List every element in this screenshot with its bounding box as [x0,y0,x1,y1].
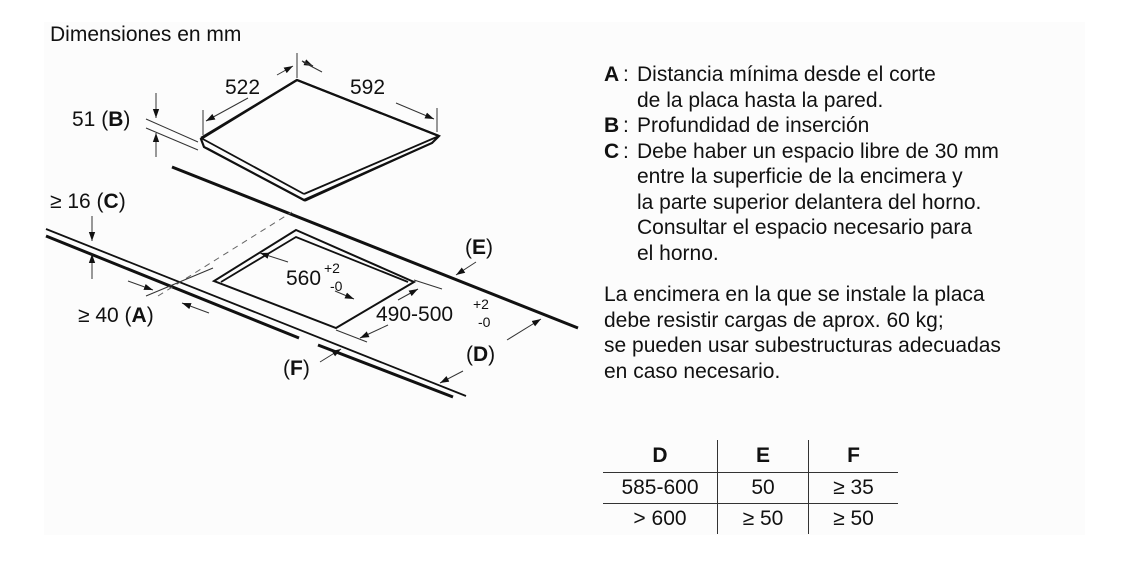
label-f: (F) [283,357,310,380]
insertion-depth-marker [145,93,199,157]
table-cell: ≥ 50 [717,503,809,534]
cooktop-shape [199,78,441,202]
key-c: C [103,190,119,213]
label-countertop-thickness: ≥ 16 (C) [50,190,126,213]
header-f: F [808,440,898,473]
key-d: D [473,343,489,366]
label-522: 522 [225,76,261,99]
cutout-width-tol-minus: -0 [330,278,343,294]
legend: A:Distancia mínima desde el corte de la … [604,62,999,266]
table-cell: > 600 [633,507,687,530]
dimension-lines-top [202,53,438,135]
legend-item-c: C:Debe haber un espacio libre de 30 mm [604,139,999,163]
cutout-depth-tol-plus: +2 [473,296,489,312]
header-d: D [603,440,718,473]
header-e: E [717,440,809,473]
legend-text: el horno. [637,241,719,265]
legend-key: C [604,139,620,163]
legend-key: A [604,63,620,86]
table-cell: 50 [717,472,809,504]
legend-text: Profundidad de inserción [637,114,870,137]
load-note: La encimera en la que se instale la plac… [604,282,1001,384]
table-header-row: D E F [603,440,898,473]
note-line: se pueden usar subestructuras adecuadas [604,334,1001,357]
cutout-depth-marker [335,279,443,343]
cutout-width-tol-plus: +2 [324,260,340,276]
wall-distance-marker [127,267,214,314]
legend-text: de la placa hasta la pared. [637,88,884,112]
key-e: E [472,236,487,259]
legend-text: Consultar el espacio necesario para [637,216,973,239]
label-d: (D) [466,343,496,366]
label-592: 592 [350,76,386,99]
note-line: debe resistir cargas de aprox. 60 kg; [604,308,944,332]
key-f: F [290,357,303,380]
clearance-table: D E F 585-600 50 ≥ 35 > 600 ≥ 50 ≥ 50 [603,440,898,534]
table-row: 585-600 50 ≥ 35 [603,472,898,504]
label-wall-distance: ≥ 40 (A) [78,304,154,327]
cutout-width-marker [259,252,355,300]
legend-text: la parte superior delantera del horno. [637,190,982,214]
legend-key: B [604,114,620,137]
d-marker-arrows [439,318,542,384]
table-cell: ≥ 50 [808,503,898,534]
table-cell: 585-600 [603,472,718,504]
table-cell: ≥ 35 [808,472,898,504]
wall-line [171,165,579,330]
legend-text: entre la superficie de la encimera y [637,165,963,188]
f-marker-arrow [319,348,342,363]
legend-text: Debe haber un espacio libre de 30 mm [637,139,999,163]
legend-item-b: B:Profundidad de inserción [604,114,870,137]
label-cutout-width: 560 [286,267,322,290]
cutout-depth-tol-minus: -0 [478,314,491,330]
legend-item-a: A:Distancia mínima desde el corte [604,63,936,86]
e-marker-arrow [455,261,477,276]
cutout-shape [211,228,417,330]
table-row: > 600 ≥ 50 ≥ 50 [603,503,898,534]
countertop-thickness-value: ≥ 16 [50,190,91,213]
insertion-depth-value: 51 [72,108,96,131]
legend-text: Distancia mínima desde el corte [637,63,936,86]
key-b: B [108,108,124,131]
label-insertion-depth: 51 (B) [72,108,131,131]
label-cutout-depth: 490-500 [376,303,454,326]
projection-dashed-line [157,211,293,297]
note-line: en caso necesario. [604,359,781,383]
label-e: (E) [465,236,494,259]
key-a: A [131,304,147,327]
page-title: Dimensiones en mm [50,23,242,46]
note-line: La encimera en la que se instale la plac… [604,283,985,306]
wall-distance-value: ≥ 40 [78,304,119,327]
